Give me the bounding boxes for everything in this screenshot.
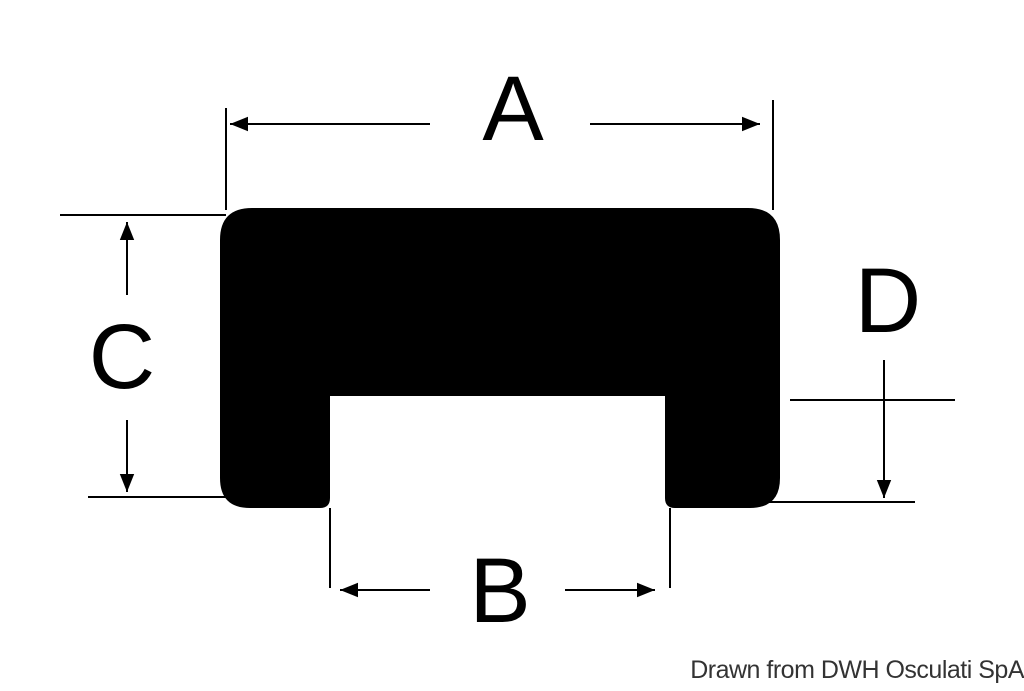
label-c: C <box>89 306 155 408</box>
dimension-d: D <box>765 250 955 503</box>
u-channel-profile <box>220 208 780 508</box>
label-b: B <box>469 540 530 642</box>
dimension-c: C <box>60 214 235 498</box>
label-d: D <box>855 250 921 352</box>
dimension-b: B <box>329 508 671 642</box>
label-a: A <box>482 58 544 160</box>
dimension-a: A <box>225 58 774 210</box>
credit-text: Drawn from DWH Osculati SpA <box>690 656 1024 684</box>
